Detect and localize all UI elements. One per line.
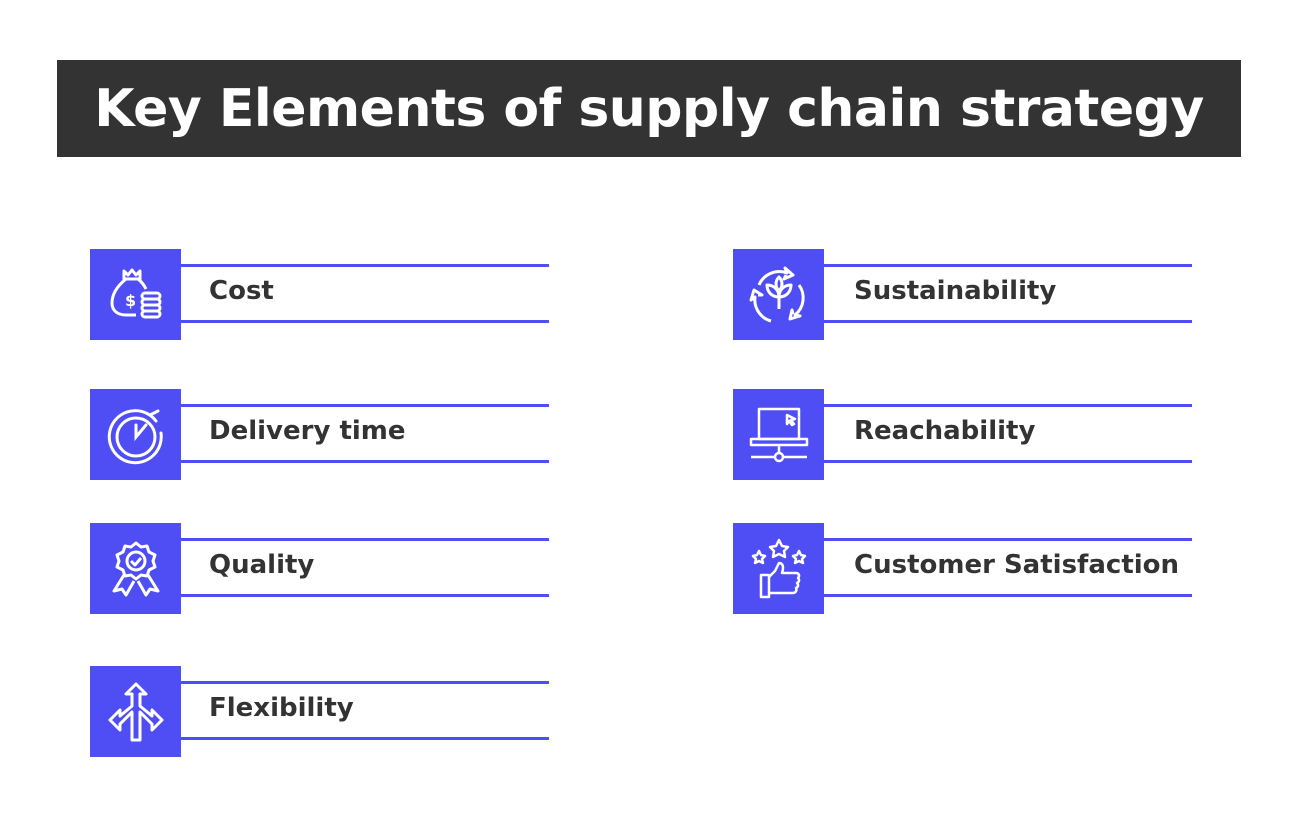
bottom-rule: [181, 320, 549, 323]
bottom-rule: [824, 460, 1192, 463]
laptop-network-icon: [733, 389, 824, 480]
top-rule: [181, 264, 549, 267]
award-badge-icon: [90, 523, 181, 614]
bottom-rule: [824, 320, 1192, 323]
bottom-rule: [824, 594, 1192, 597]
element-cost: $ Cost: [90, 249, 550, 340]
bottom-rule: [181, 594, 549, 597]
page-title: Key Elements of supply chain strategy: [94, 78, 1204, 139]
svg-text:$: $: [125, 291, 136, 310]
element-label: Cost: [209, 276, 274, 306]
element-sustainability: Sustainability: [733, 249, 1193, 340]
element-label: Reachability: [854, 416, 1036, 446]
element-quality: Quality: [90, 523, 550, 614]
element-label: Flexibility: [209, 693, 354, 723]
recycle-plant-icon: [733, 249, 824, 340]
top-rule: [824, 404, 1192, 407]
element-delivery-time: Delivery time: [90, 389, 550, 480]
top-rule: [181, 404, 549, 407]
element-flexibility: Flexibility: [90, 666, 550, 757]
money-bag-icon: $: [90, 249, 181, 340]
element-label: Customer Satisfaction: [854, 550, 1180, 580]
element-label: Delivery time: [209, 416, 406, 446]
top-rule: [824, 538, 1192, 541]
element-customer-satisfaction: Customer Satisfaction: [733, 523, 1193, 614]
split-arrows-icon: [90, 666, 181, 757]
clock-check-icon: [90, 389, 181, 480]
top-rule: [181, 538, 549, 541]
element-reachability: Reachability: [733, 389, 1193, 480]
thumbs-up-stars-icon: [733, 523, 824, 614]
bottom-rule: [181, 737, 549, 740]
top-rule: [181, 681, 549, 684]
element-label: Quality: [209, 550, 315, 580]
bottom-rule: [181, 460, 549, 463]
title-banner: Key Elements of supply chain strategy: [57, 60, 1241, 157]
element-label: Sustainability: [854, 276, 1057, 306]
top-rule: [824, 264, 1192, 267]
